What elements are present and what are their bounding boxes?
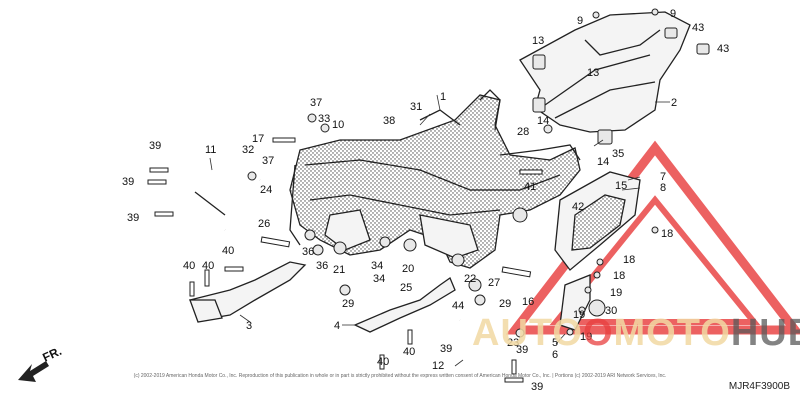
lower-bracket-left xyxy=(189,261,307,323)
bottom-guard-pipe xyxy=(458,319,527,372)
callout-number: 24 xyxy=(260,184,272,196)
watermark-part-o: O xyxy=(582,312,614,354)
callout-number: 29 xyxy=(499,298,511,310)
watermark-part-moto: MOTO xyxy=(613,312,731,354)
fasteners xyxy=(147,8,659,383)
rear-subframe xyxy=(519,11,710,145)
callout-number: 39 xyxy=(127,212,139,224)
callout-number: 12 xyxy=(432,360,444,372)
callout-number: 42 xyxy=(572,201,584,213)
copyright-notice: (c) 2002-2019 American Honda Motor Co., … xyxy=(133,373,667,379)
callout-number: 39 xyxy=(440,343,452,355)
callout-number: 29 xyxy=(342,298,354,310)
callout-number: 26 xyxy=(258,218,270,230)
callout-number: 32 xyxy=(242,144,254,156)
callout-number: 38 xyxy=(383,115,395,127)
callout-number: 2 xyxy=(671,97,677,109)
callout-number: 9 xyxy=(670,8,676,20)
lower-bracket-middle xyxy=(353,277,456,333)
callout-number: 3 xyxy=(246,320,252,332)
callout-number: 36 xyxy=(302,246,314,258)
callout-number: 44 xyxy=(452,300,464,312)
callout-number: 25 xyxy=(400,282,412,294)
side-cover-panel xyxy=(554,171,641,271)
callout-number: 35 xyxy=(612,148,624,160)
callout-numbers: 1 2 3 4 5 6 7 8 9 9 10 11 12 13 13 14 14… xyxy=(122,8,729,393)
callout-number: 31 xyxy=(410,101,422,113)
callout-number: 20 xyxy=(402,263,414,275)
callout-number: 21 xyxy=(333,264,345,276)
callout-number: 43 xyxy=(692,22,704,34)
callout-number: 34 xyxy=(371,260,383,272)
callout-number: 34 xyxy=(373,273,385,285)
watermark-wordmark: AUTOOMOTOHUB xyxy=(472,312,800,355)
callout-number: 16 xyxy=(522,296,534,308)
callout-number: 22 xyxy=(464,273,476,285)
callout-number: 13 xyxy=(587,67,599,79)
callout-number: 14 xyxy=(597,156,609,168)
callout-number: 36 xyxy=(316,260,328,272)
callout-number: 40 xyxy=(377,356,389,368)
callout-number: 13 xyxy=(532,35,544,47)
callout-number: 40 xyxy=(403,346,415,358)
callout-number: 39 xyxy=(531,381,543,393)
watermark-part-auto: AUTO xyxy=(472,312,583,354)
callout-number: 19 xyxy=(573,309,585,321)
callout-number: 6 xyxy=(552,349,558,361)
front-guard-pipe xyxy=(178,166,261,232)
callout-number: 19 xyxy=(580,331,592,343)
callout-number: 37 xyxy=(310,97,322,109)
callout-number: 7 xyxy=(660,171,666,183)
callout-number: 41 xyxy=(524,181,536,193)
callout-number: 28 xyxy=(517,126,529,138)
callout-number: 27 xyxy=(488,277,500,289)
callout-number: 39 xyxy=(149,140,161,152)
watermark-part-hub: HUB xyxy=(730,312,800,354)
direction-label: FR. xyxy=(40,344,63,365)
callout-number: 19 xyxy=(610,287,622,299)
callout-number: 1 xyxy=(440,91,446,103)
callout-number: 5 xyxy=(552,337,558,349)
callout-number: 39 xyxy=(516,344,528,356)
callout-number: 18 xyxy=(613,270,625,282)
leader-lines xyxy=(209,94,670,367)
callout-number: 8 xyxy=(660,182,666,194)
callout-number: 15 xyxy=(615,180,627,192)
callout-number: 33 xyxy=(318,113,330,125)
callout-number: 40 xyxy=(202,260,214,272)
callout-number: 10 xyxy=(332,119,344,131)
callout-number: 39 xyxy=(122,176,134,188)
callout-number: 11 xyxy=(205,144,216,156)
callout-number: 40 xyxy=(222,245,234,257)
callout-number: 9 xyxy=(577,15,583,27)
callout-number: 37 xyxy=(262,155,274,167)
callout-number: 43 xyxy=(717,43,729,55)
callout-number: 30 xyxy=(605,305,617,317)
callout-number: 18 xyxy=(623,254,635,266)
callout-number: 17 xyxy=(252,133,264,145)
diagram-code: MJR4F3900B xyxy=(728,381,790,392)
callout-number: 14 xyxy=(537,115,549,127)
bracket-lower-right xyxy=(559,274,606,331)
callout-number: 18 xyxy=(661,228,673,240)
main-frame xyxy=(289,89,581,269)
callout-number: 23 xyxy=(507,337,519,349)
callout-number: 4 xyxy=(334,320,340,332)
callout-number: 40 xyxy=(183,260,195,272)
